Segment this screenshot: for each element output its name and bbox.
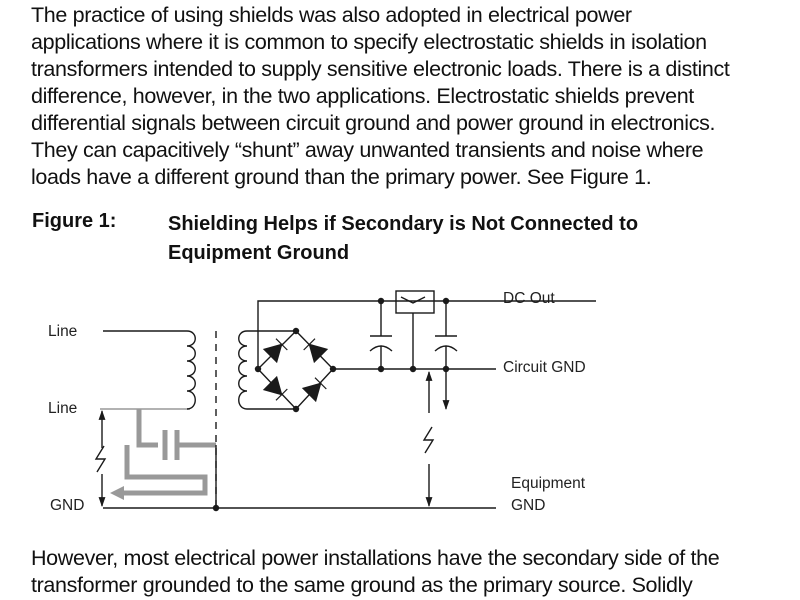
junction-dot (329, 365, 337, 373)
junction-dot (254, 365, 262, 373)
secondary-winding (238, 330, 248, 410)
figure-title-line: Shielding Helps if Secondary is Not Conn… (168, 213, 639, 235)
junction-dot (442, 297, 450, 305)
regulator-box (395, 290, 435, 314)
intro-paragraph: The practice of using shields was also a… (31, 2, 730, 191)
junctions (212, 297, 450, 512)
diode-icon (262, 338, 288, 364)
gnd-label: GND (50, 497, 84, 514)
text-line: transformer grounded to the same ground … (31, 573, 693, 597)
equipment-gnd-label-2: GND (511, 497, 545, 514)
junction-dot (292, 405, 300, 413)
text-line: applications where it is common to speci… (31, 30, 707, 54)
shunt-path (100, 408, 216, 500)
bridge-rectifier (257, 330, 334, 411)
following-paragraph: However, most electrical power installat… (31, 545, 720, 599)
line-bottom-label: Line (48, 400, 77, 417)
figure-title-line: Equipment Ground (168, 242, 350, 264)
shunt-return-path (122, 445, 208, 496)
shunt-arrow-icon (110, 486, 124, 500)
dc-out-rail (257, 300, 596, 369)
text-line: differential signals between circuit gro… (31, 111, 716, 135)
junction-dot (377, 365, 385, 373)
circuit-gnd-label: Circuit GND (503, 359, 586, 376)
line-top-label: Line (48, 323, 77, 340)
text-line: transformers intended to supply sensitiv… (31, 57, 730, 81)
text-line: They can capacitively “shunt” away unwan… (31, 138, 704, 162)
junction-dot (409, 365, 417, 373)
equipment-gnd-label: Equipment (511, 475, 586, 492)
text-line: The practice of using shields was also a… (31, 3, 632, 27)
diode-icon (303, 338, 329, 364)
shunt-lead-left (136, 409, 158, 448)
text-line: However, most electrical power installat… (31, 546, 720, 570)
text-line: loads have a different ground than the p… (31, 165, 652, 189)
junction-dot (442, 365, 450, 373)
diode-icon (262, 375, 288, 401)
dc-out-label: DC Out (503, 290, 555, 307)
lightning-icon (422, 426, 435, 454)
junction-dot (212, 504, 220, 512)
regulator-symbol (400, 296, 426, 304)
figure-title: Shielding Helps if Secondary is Not Conn… (168, 210, 638, 268)
figure-label: Figure 1: (32, 210, 117, 232)
primary-winding (186, 330, 196, 410)
diodes (262, 338, 329, 403)
text-line: difference, however, in the two applicat… (31, 84, 694, 108)
primary-lightning-icon (94, 445, 107, 473)
junction-dot (377, 297, 385, 305)
junction-dot (292, 327, 300, 335)
diode-icon (301, 377, 327, 403)
